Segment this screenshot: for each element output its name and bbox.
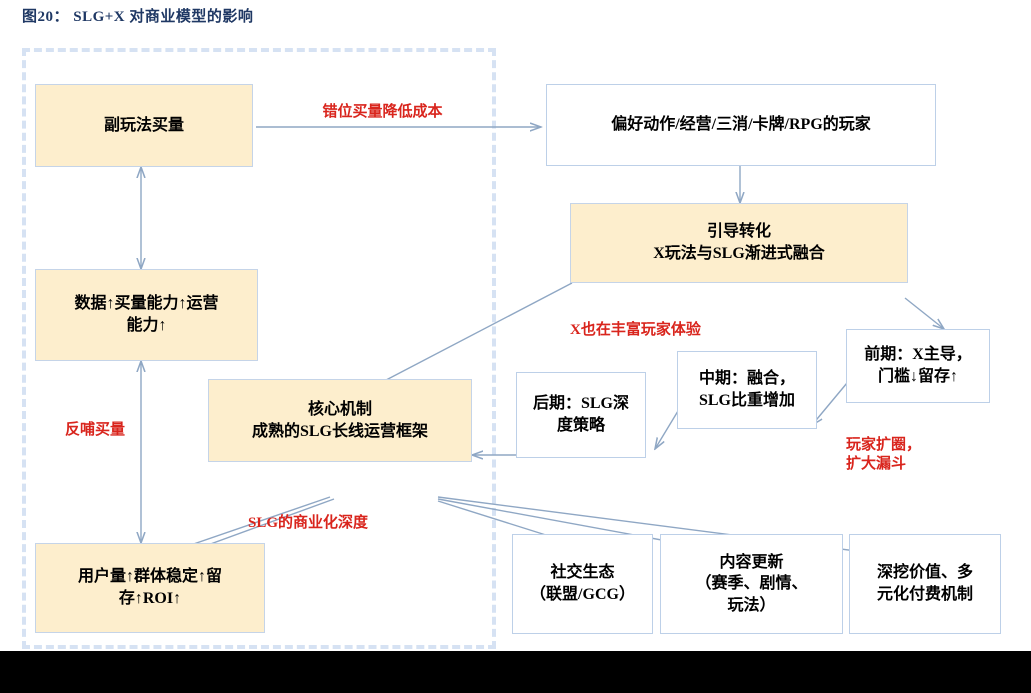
node-label: 核心机制 成熟的SLG长线运营框架 (251, 400, 429, 440)
node-label: 副玩法买量 (103, 116, 184, 134)
node-secondary-gameplay-ua[interactable]: 副玩法买量 (35, 84, 253, 167)
node-stage-late[interactable]: 后期：SLG深 度策略 (516, 372, 646, 458)
node-monetization[interactable]: 深挖价值、多 元化付费机制 (849, 534, 1001, 634)
annotation-cost-reduction: 错位买量降低成本 (280, 83, 485, 122)
node-data-ua-ops-capability[interactable]: 数据↑买量能力↑运营 能力↑ (35, 269, 258, 361)
node-social-ecosystem[interactable]: 社交生态 （联盟/GCG） (512, 534, 653, 634)
node-player-preference[interactable]: 偏好动作/经营/三消/卡牌/RPG的玩家 (546, 84, 936, 166)
node-stage-early[interactable]: 前期：X主导， 门槛↓留存↑ (846, 329, 990, 403)
node-label: 前期：X主导， 门槛↓留存↑ (864, 346, 972, 385)
node-core-mechanism[interactable]: 核心机制 成熟的SLG长线运营框架 (208, 379, 472, 462)
node-label: 用户量↑群体稳定↑留 存↑ROI↑ (77, 568, 222, 607)
node-content-update[interactable]: 内容更新 （赛季、剧情、 玩法） (660, 534, 843, 634)
annotation-feedback-ua: 反哺买量 (40, 401, 150, 440)
annotation-commercialization-depth: SLG的商业化深度 (248, 494, 448, 533)
node-label: 偏好动作/经营/三消/卡牌/RPG的玩家 (611, 116, 871, 134)
annotation-text: 反哺买量 (64, 421, 125, 438)
annotation-text: SLG的商业化深度 (248, 514, 369, 531)
node-label: 社交生态 （联盟/GCG） (530, 564, 635, 603)
node-label: 后期：SLG深 度策略 (532, 395, 630, 434)
annotation-text: 玩家扩圈， 扩大漏斗 (846, 436, 922, 473)
page-title: 图20： SLG+X 对商业模型的影响 (22, 9, 254, 25)
node-label: 内容更新 （赛季、剧情、 玩法） (695, 553, 808, 614)
node-guided-conversion[interactable]: 引导转化 X玩法与SLG渐进式融合 (570, 203, 908, 283)
annotation-expand-funnel: 玩家扩圈， 扩大漏斗 (846, 416, 986, 475)
node-stage-mid[interactable]: 中期：融合， SLG比重增加 (677, 351, 817, 429)
node-label: 深挖价值、多 元化付费机制 (876, 564, 973, 603)
diagram-canvas: 副玩法买量 偏好动作/经营/三消/卡牌/RPG的玩家 引导转化 X玩法与SLG渐… (0, 31, 1031, 651)
node-user-metrics[interactable]: 用户量↑群体稳定↑留 存↑ROI↑ (35, 543, 265, 633)
annotation-text: X也在丰富玩家体验 (570, 321, 701, 338)
annotation-enrich-experience: X也在丰富玩家体验 (570, 301, 785, 340)
node-label: 中期：融合， SLG比重增加 (698, 370, 796, 409)
node-label: 引导转化 X玩法与SLG渐进式融合 (653, 223, 825, 262)
annotation-text: 错位买量降低成本 (322, 103, 443, 120)
node-label: 数据↑买量能力↑运营 能力↑ (74, 295, 219, 334)
title-bar: 图20： SLG+X 对商业模型的影响 (0, 0, 1031, 31)
